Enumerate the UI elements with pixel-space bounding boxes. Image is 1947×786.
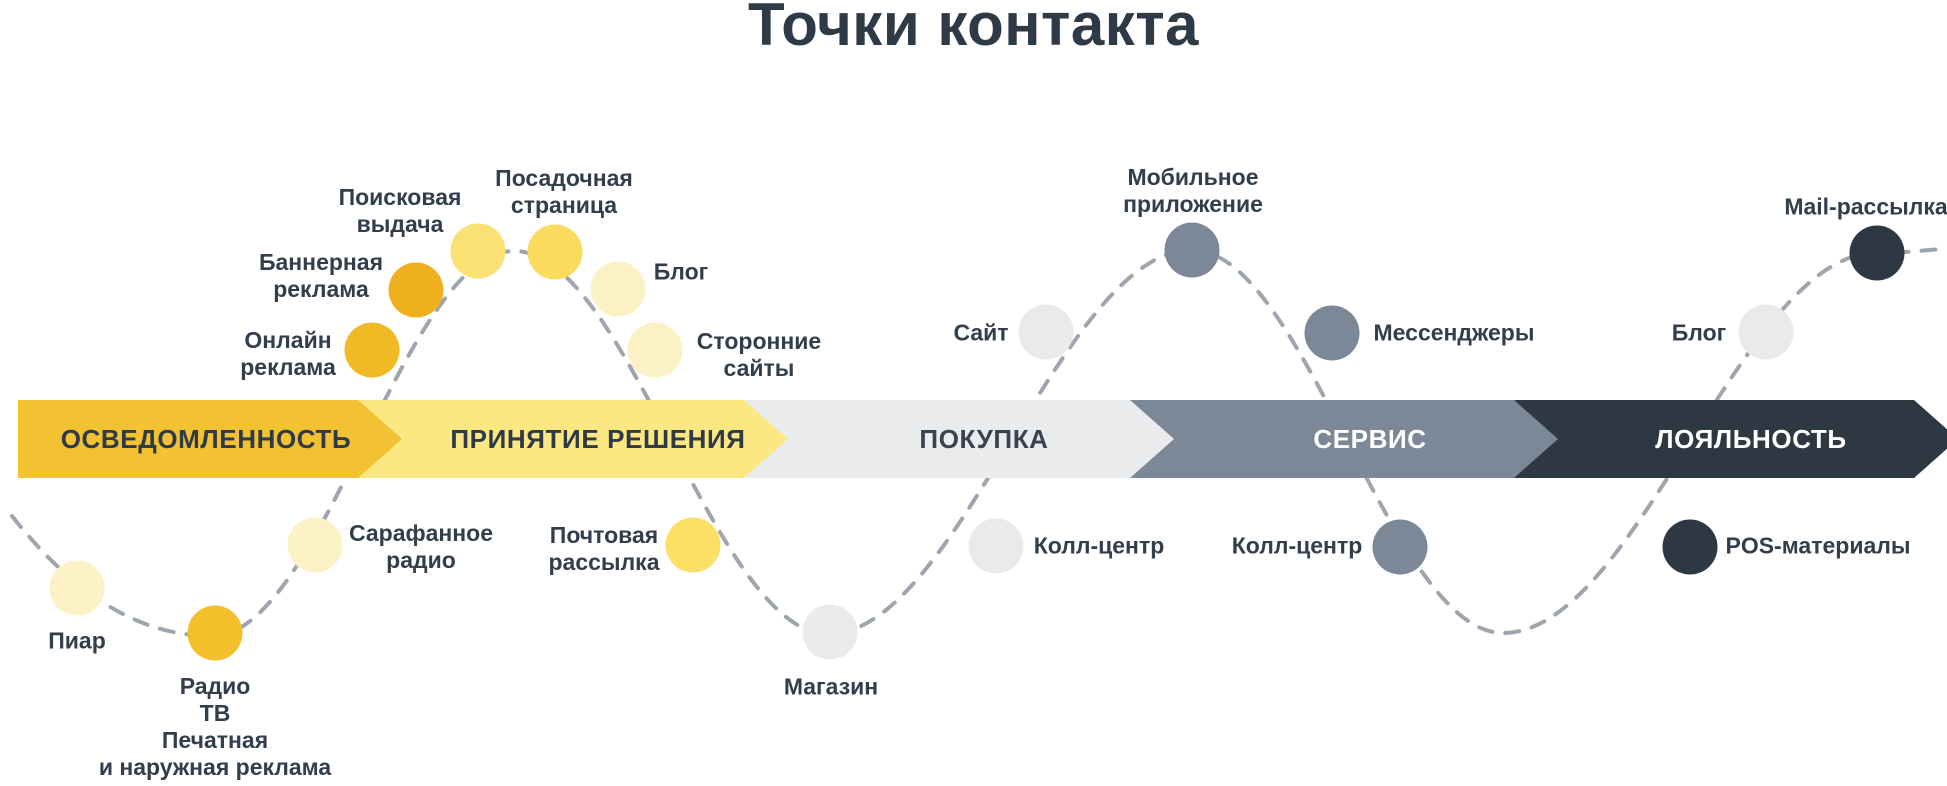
touchpoint-label-line: Радио xyxy=(179,673,251,699)
touchpoint-label-line: Колл-центр xyxy=(1231,532,1363,559)
page-title: Точки контакта xyxy=(747,0,1200,58)
touchpoint-label-magazin: Магазин xyxy=(784,674,878,701)
touchpoint-dot-sait xyxy=(1018,304,1074,360)
touchpoint-dot-storonnie-saity xyxy=(627,322,683,378)
stage-label-purchase: ПОКУПКА xyxy=(919,423,1049,454)
touchpoint-dot-poiskovaya-vydacha xyxy=(450,223,506,279)
touchpoint-label-line: Баннерная xyxy=(258,249,384,275)
stage-purchase: ПОКУПКА xyxy=(744,400,1194,478)
touchpoint-label-line: Mail-рассылка xyxy=(1784,193,1947,220)
touchpoint-dot-mail-rassylka xyxy=(1849,225,1905,281)
touchpoint-label-line: Блог xyxy=(653,258,709,285)
touchpoint-dot-pochtovaya-rassylka xyxy=(665,517,721,573)
touchpoint-dot-radio-tv-print xyxy=(187,605,243,661)
touchpoint-label-line: сайты xyxy=(723,355,795,381)
touchpoint-dot-onlain-reklama xyxy=(344,322,400,378)
touchpoint-label-mail-rassylka: Mail-рассылка xyxy=(1784,194,1947,221)
touchpoint-label-line: радио xyxy=(386,547,456,573)
journey-wave-path xyxy=(10,247,1942,639)
touchpoint-label-line: Мессенджеры xyxy=(1373,319,1535,346)
touchpoint-label-line: страница xyxy=(510,192,618,218)
touchpoint-dot-magazin xyxy=(802,604,858,660)
touchpoint-label-line: ТВ xyxy=(199,700,231,726)
touchpoint-dot-mobilnoe-prilozhenie xyxy=(1164,222,1220,278)
touchpoint-label-line: Посадочная xyxy=(495,165,633,191)
touchpoint-label-line: Мобильное xyxy=(1127,164,1259,190)
stage-label-decision: ПРИНЯТИЕ РЕШЕНИЯ xyxy=(450,423,746,454)
touchpoint-label-line: Сторонние xyxy=(696,328,822,354)
touchpoint-label-line: Пиар xyxy=(48,627,106,654)
touchpoint-dot-pos-materialy xyxy=(1662,519,1718,575)
touchpoint-label-call-center-service: Колл-центр xyxy=(1232,533,1363,560)
touchpoint-label-line: Печатная xyxy=(161,727,269,753)
touchpoint-dot-messengery xyxy=(1304,305,1360,361)
touchpoint-dot-bannernaya-reklama xyxy=(388,262,444,318)
stage-loyalty: ЛОЯЛЬНОСТЬ xyxy=(1514,400,1947,478)
touchpoint-label-line: Сарафанное xyxy=(348,520,494,546)
stage-service: СЕРВИС xyxy=(1130,400,1580,478)
touchpoint-dot-call-center-purchase xyxy=(968,518,1024,574)
touchpoint-label-line: Магазин xyxy=(783,673,879,700)
touchpoint-label-line: выдача xyxy=(356,211,444,237)
journey-stage-band: ОСВЕДОМЛЕННОСТЬ ПРИНЯТИЕ РЕШЕНИЯ ПОКУПКА СЕ… xyxy=(0,400,1947,478)
touchpoint-dot-piar xyxy=(49,560,105,616)
stage-awareness: ОСВЕДОМЛЕННОСТЬ xyxy=(18,400,424,478)
touchpoint-dot-blog-loyalty xyxy=(1738,304,1794,360)
touchpoint-label-line: реклама xyxy=(273,276,369,302)
touchpoint-dot-sarafannoe-radio xyxy=(287,517,343,573)
stage-label-awareness: ОСВЕДОМЛЕННОСТЬ xyxy=(60,423,352,454)
touchpoint-label-blog-decision: Блог xyxy=(654,259,708,286)
touchpoint-label-line: и наружная реклама xyxy=(98,754,332,780)
touchpoint-label-line: POS-материалы xyxy=(1725,532,1911,559)
touchpoint-label-line: Блог xyxy=(1671,319,1727,346)
touchpoint-label-call-center-purchase: Колл-центр xyxy=(1034,533,1165,560)
touchpoint-label-messengery: Мессенджеры xyxy=(1374,320,1535,347)
touchpoint-dot-posadochnaya-stranitsa xyxy=(527,224,583,280)
touchpoint-label-line: Сайт xyxy=(953,319,1009,346)
touchpoint-label-line: Онлайн xyxy=(244,327,332,353)
touchpoint-label-blog-loyalty: Блог xyxy=(1672,320,1726,347)
touchpoint-label-line: реклама xyxy=(240,354,336,380)
touchpoint-label-line: Почтовая xyxy=(549,522,659,548)
touchpoint-label-pos-materialy: POS-материалы xyxy=(1725,533,1910,560)
touchpoint-label-line: Поисковая xyxy=(338,184,462,210)
touchpoint-label-piar: Пиар xyxy=(48,628,106,655)
stage-label-service: СЕРВИС xyxy=(1313,423,1427,454)
touchpoint-label-line: Колл-центр xyxy=(1033,532,1165,559)
touchpoint-label-line: приложение xyxy=(1123,191,1263,217)
touchpoint-dot-blog-decision xyxy=(590,261,646,317)
stage-decision: ПРИНЯТИЕ РЕШЕНИЯ xyxy=(358,400,808,478)
stage-label-loyalty: ЛОЯЛЬНОСТЬ xyxy=(1655,423,1847,454)
touchpoint-label-line: рассылка xyxy=(548,549,660,575)
touchpoint-dot-call-center-service xyxy=(1372,519,1428,575)
touchpoint-label-sait: Сайт xyxy=(953,320,1008,347)
